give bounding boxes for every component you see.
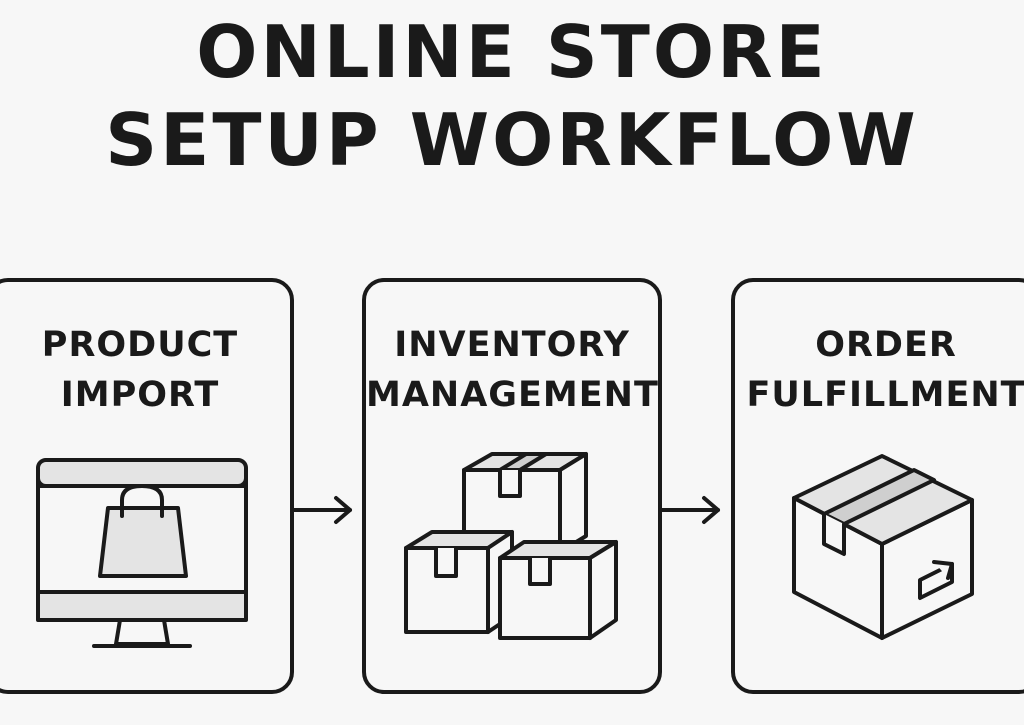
title-line-2: SETUP WORKFLOW	[105, 98, 919, 182]
shipping-box-icon	[792, 454, 974, 640]
stacked-boxes-icon	[404, 452, 618, 640]
arrow-right-icon	[660, 496, 720, 524]
page-title: ONLINE STORE SETUP WORKFLOW	[0, 8, 1024, 184]
arrow-right-icon	[292, 496, 352, 524]
step-label: INVENTORY MANAGEMENT	[366, 325, 659, 415]
monitor-shopping-bag-icon	[36, 458, 248, 648]
step-label: ORDER FULFILLMENT	[746, 325, 1024, 415]
title-line-1: ONLINE STORE	[196, 10, 828, 94]
step-label: PRODUCT IMPORT	[41, 325, 239, 415]
